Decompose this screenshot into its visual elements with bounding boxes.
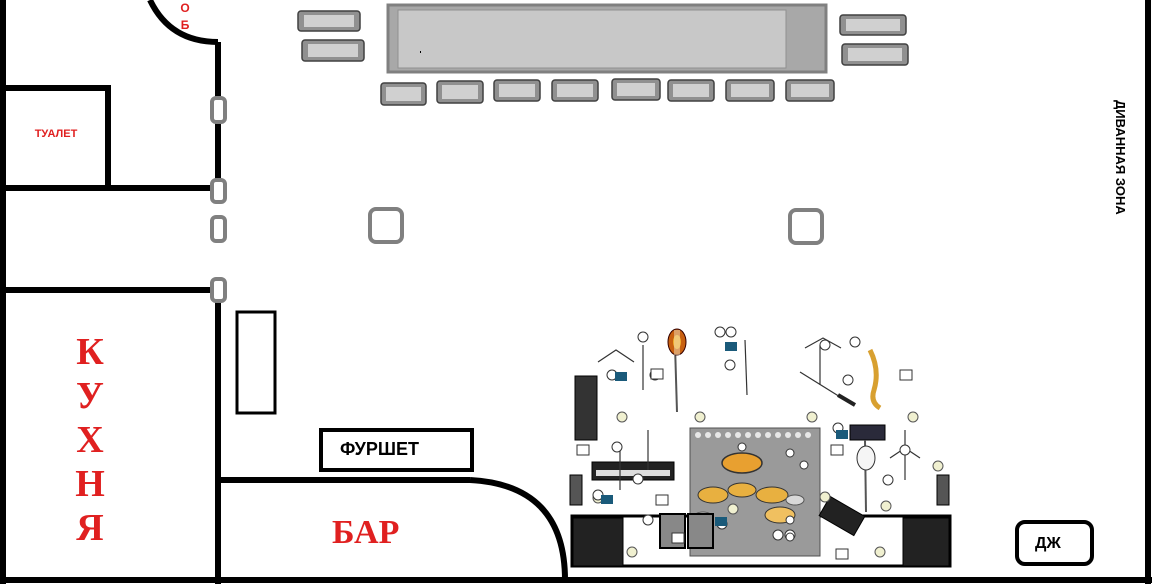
kitchen-letter: Я	[76, 507, 104, 549]
stage	[569, 326, 952, 568]
di-boxes	[601, 342, 848, 526]
pillars	[368, 207, 824, 245]
dj-label: ДЖ	[1035, 535, 1061, 552]
amp-left	[574, 375, 598, 441]
banquet-table	[386, 3, 828, 74]
speaker-right	[902, 517, 950, 567]
side-amp-right	[936, 474, 950, 506]
cloakroom-letter: О	[180, 1, 190, 15]
kitchen-letter: У	[76, 375, 104, 417]
kitchen-letter: К	[76, 331, 104, 373]
bar-label: БАР	[332, 514, 400, 551]
saxophone	[867, 348, 882, 411]
cloakroom-letter: Б	[180, 18, 190, 32]
drum-riser-lights	[695, 432, 811, 438]
kitchen-letter: Х	[76, 419, 104, 461]
side-amp-left	[569, 474, 583, 506]
kitchen-label: К У Х Н Я	[60, 330, 120, 550]
monitor-3	[818, 495, 866, 537]
wall-columns	[210, 96, 227, 303]
cabinet	[235, 310, 277, 415]
kitchen-letter: Н	[75, 463, 105, 505]
guitar-bass	[667, 328, 687, 413]
amp-right	[849, 424, 886, 441]
power-outlets	[576, 368, 913, 560]
monitor-2	[687, 513, 714, 549]
toilet-label: ТУАЛЕТ	[34, 128, 78, 140]
buffet-label: ФУРШЕТ	[340, 439, 419, 459]
dj-booth	[1015, 520, 1094, 566]
guitar-electric	[856, 439, 876, 513]
channel-tags	[592, 326, 911, 542]
buffet-table	[319, 428, 474, 472]
sofa-zone-label: ДИВАННАЯ ЗОНА	[1113, 100, 1128, 215]
speaker-left	[572, 517, 624, 567]
chair-inner	[304, 15, 902, 101]
cloakroom-label: О Б	[176, 0, 194, 34]
